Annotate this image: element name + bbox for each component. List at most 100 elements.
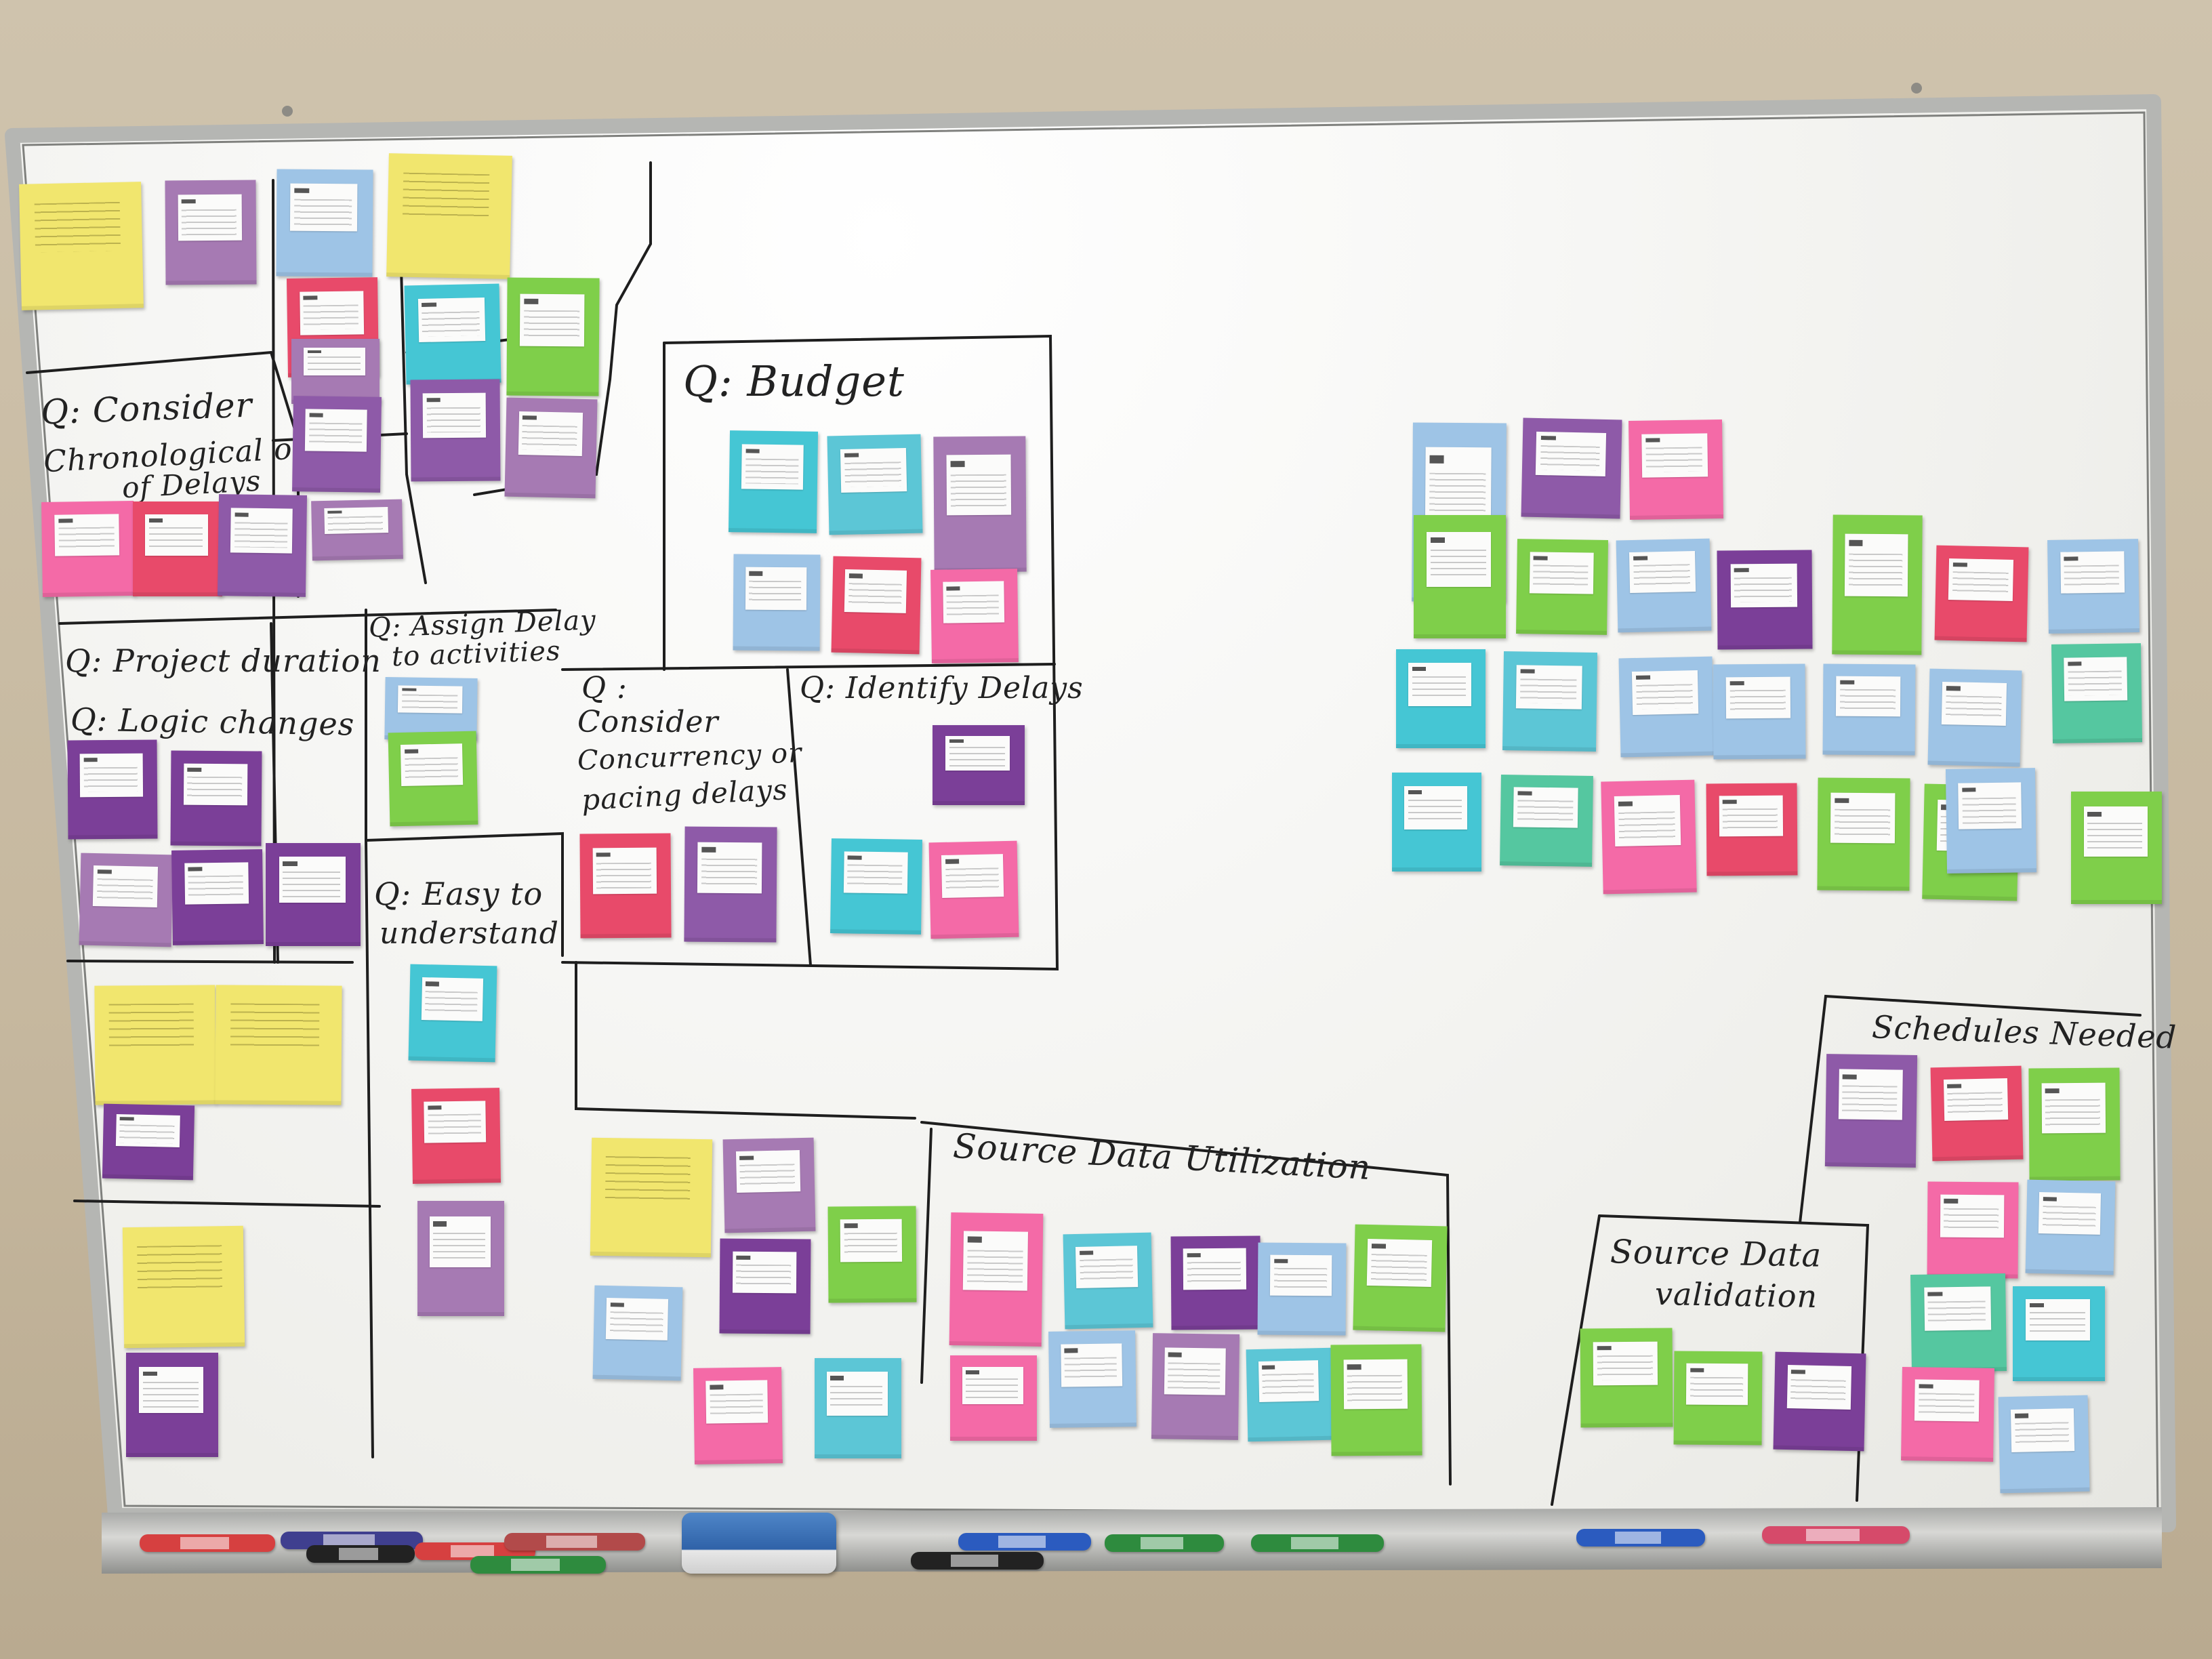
printed-card — [2011, 1408, 2075, 1452]
wall-screw-left — [282, 106, 293, 117]
printed-card — [519, 293, 585, 347]
printed-card — [1427, 531, 1492, 587]
printed-card — [184, 862, 249, 905]
printed-card — [1786, 1365, 1851, 1410]
sticky-note-handwritten — [94, 985, 216, 1105]
sticky-note — [827, 1206, 917, 1303]
label-source-data: Source Data — [1610, 1233, 1822, 1275]
dry-erase-marker[interactable] — [958, 1533, 1091, 1551]
printed-card — [401, 743, 464, 787]
sticky-note-handwritten — [122, 1225, 245, 1349]
label-line: Q: Consider — [40, 385, 253, 432]
dry-erase-marker[interactable] — [306, 1545, 415, 1563]
printed-card — [1061, 1343, 1122, 1387]
sticky-note — [1246, 1347, 1334, 1442]
label-concurrency-consider: Consider — [577, 705, 719, 739]
printed-card — [1366, 1238, 1433, 1287]
sticky-note — [2028, 1067, 2121, 1181]
sticky-note — [579, 833, 672, 939]
eraser[interactable] — [682, 1513, 836, 1574]
sticky-note — [1521, 417, 1622, 519]
printed-card — [54, 514, 120, 557]
sticky-note — [1414, 515, 1506, 638]
dry-erase-marker[interactable] — [470, 1556, 606, 1574]
sticky-note — [411, 1088, 501, 1184]
printed-card — [962, 1230, 1029, 1291]
printed-card — [1164, 1347, 1226, 1395]
printed-card — [230, 508, 293, 554]
dry-erase-marker[interactable] — [1762, 1526, 1910, 1544]
sticky-note — [930, 569, 1019, 663]
dry-erase-marker[interactable] — [911, 1552, 1044, 1570]
sticky-note — [1048, 1330, 1136, 1428]
dry-erase-marker[interactable] — [1251, 1534, 1384, 1552]
printed-card — [2083, 806, 2148, 857]
sticky-note — [1901, 1367, 1994, 1462]
sticky-note — [1580, 1328, 1673, 1428]
label-easy-to: Q: Easy to — [374, 876, 544, 912]
sticky-note — [1063, 1232, 1153, 1330]
printed-card — [1629, 551, 1696, 594]
printed-card — [843, 851, 908, 895]
sticky-note — [1773, 1351, 1866, 1452]
printed-card — [2064, 656, 2128, 701]
printed-card — [943, 581, 1004, 623]
printed-card — [826, 1371, 888, 1416]
printed-card — [115, 1113, 180, 1148]
dry-erase-marker[interactable] — [1105, 1534, 1224, 1552]
sticky-note — [1717, 550, 1813, 650]
sticky-note — [2051, 643, 2143, 743]
dry-erase-marker[interactable] — [140, 1534, 275, 1552]
sticky-note — [1396, 649, 1486, 748]
label-validation: validation — [1654, 1275, 1818, 1315]
sticky-note — [1616, 538, 1712, 633]
sticky-note — [171, 849, 264, 945]
dry-erase-marker[interactable] — [1576, 1529, 1705, 1547]
sticky-note — [815, 1358, 901, 1458]
label-consider-chronological: Q: Consider — [40, 386, 253, 432]
printed-card — [145, 514, 208, 556]
label-understand: understand — [380, 916, 559, 951]
sticky-note — [133, 501, 222, 596]
printed-card — [732, 1251, 796, 1294]
printed-card — [1730, 563, 1797, 608]
printed-card — [304, 347, 366, 375]
dry-erase-marker[interactable] — [415, 1542, 535, 1560]
printed-card — [183, 763, 247, 806]
printed-card — [2060, 551, 2125, 594]
sticky-note — [693, 1367, 783, 1465]
sticky-note — [933, 725, 1025, 805]
label-concurrency-q: Q : — [581, 671, 628, 705]
sticky-note — [1945, 768, 2037, 874]
printed-card — [80, 753, 143, 798]
printed-card — [1270, 1254, 1332, 1296]
printed-card — [1076, 1245, 1139, 1289]
printed-card — [1940, 1194, 2004, 1237]
printed-card — [697, 842, 762, 894]
printed-card — [2041, 1083, 2106, 1134]
sticky-note — [276, 169, 373, 277]
sticky-note — [1330, 1344, 1422, 1456]
sticky-note — [831, 556, 922, 655]
printed-card — [1593, 1341, 1658, 1386]
label-project-duration: Q: Project duration — [65, 642, 382, 679]
printed-card — [417, 297, 485, 343]
printed-card — [1958, 782, 2022, 830]
printed-card — [1513, 787, 1578, 828]
sticky-note — [292, 396, 382, 493]
printed-card — [605, 1298, 669, 1341]
dry-erase-marker[interactable] — [504, 1533, 645, 1551]
sticky-note — [1927, 668, 2022, 767]
sticky-note — [1392, 773, 1481, 872]
sticky-note — [728, 430, 819, 533]
sticky-note — [1516, 539, 1608, 635]
printed-card — [305, 409, 367, 452]
sticky-note — [311, 499, 403, 561]
printed-card — [518, 411, 583, 456]
printed-card — [1516, 664, 1582, 710]
printed-card — [429, 1216, 491, 1268]
sticky-note — [1618, 656, 1715, 758]
printed-card — [1614, 795, 1681, 847]
printed-card — [1641, 432, 1708, 478]
sticky-note — [1832, 514, 1923, 655]
